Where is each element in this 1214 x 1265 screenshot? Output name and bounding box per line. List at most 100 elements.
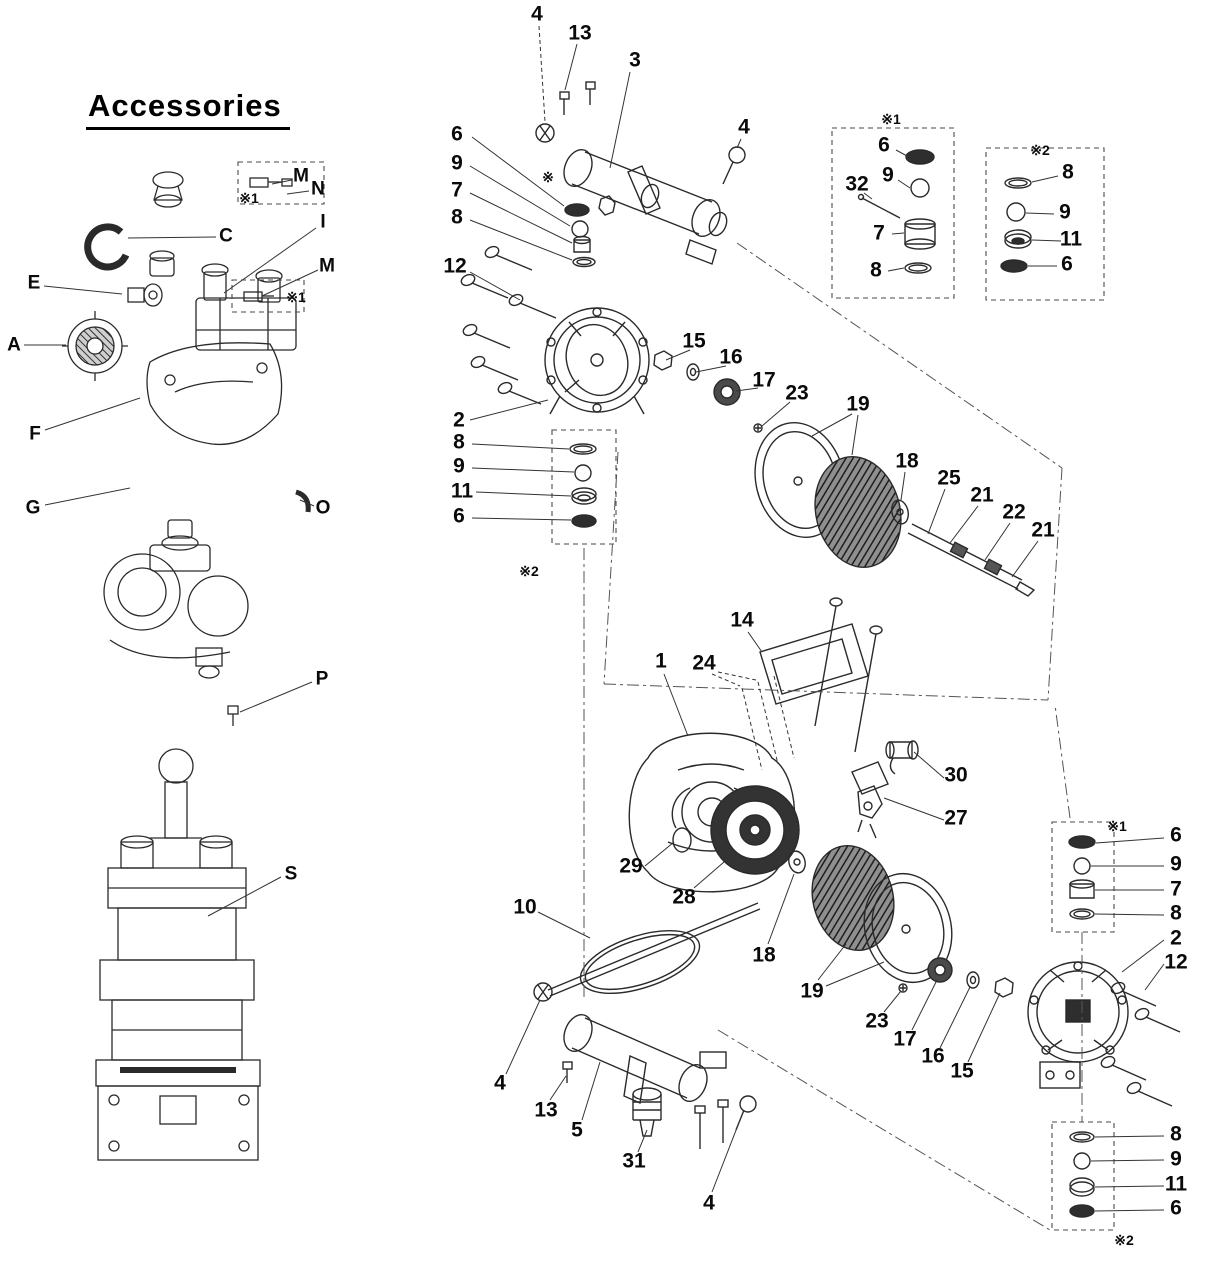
callout-part-5: 5 [571,1118,583,1142]
callout-accessory-M: M [293,165,309,187]
solenoid-valve-drawing [851,740,919,839]
detail-box-1-parts-drawing [857,149,936,274]
callout-accessory-S: S [284,863,298,885]
callout-part-9: 9 [882,163,894,187]
callout-part-15: 15 [950,1059,974,1083]
valve-stack-right-bottom-drawing [1069,1131,1095,1218]
callout-part-13: 13 [568,21,592,45]
detail-box-2-parts-drawing [1000,177,1032,273]
callout-part-6: 6 [1170,1196,1182,1220]
callout-part-23: 23 [785,381,809,405]
callout-part-8: 8 [1062,160,1074,184]
callout-part-6: 6 [878,133,890,157]
shaft-drawing [907,523,1036,597]
callout-part-12: 12 [443,254,467,278]
callout-note-marker-2: ※2 [1114,1232,1134,1248]
main-art [460,81,1181,1218]
pump-front-view-drawing [95,748,261,1161]
callout-part-11: 11 [450,479,474,503]
callout-part-29: 29 [619,854,643,878]
callout-part-19: 19 [800,979,824,1003]
callout-part-9: 9 [1170,852,1182,876]
callout-part-8: 8 [1170,1122,1182,1146]
callout-accessory-C: C [219,225,233,247]
clamp-flange-drawing [544,307,650,415]
callout-part-21: 21 [1031,518,1055,542]
callout-part-4: 4 [703,1191,715,1215]
callout-accessory-N: N [311,178,325,200]
callout-part-8: 8 [870,258,882,282]
callout-note-marker: ※1 [286,289,306,305]
callout-part-6: 6 [1061,252,1073,276]
callout-part-10: 10 [513,895,537,919]
callout-part-31: 31 [622,1149,646,1173]
callout-part-24: 24 [692,651,716,675]
callout-accessory-I: I [320,211,326,233]
callout-part-8: 8 [453,430,465,454]
callout-accessory-P: P [315,668,329,690]
callout-part-6: 6 [451,122,463,146]
callout-accessory-M: M [319,255,335,277]
callout-part-11: 11 [1164,1172,1188,1196]
callout-part-27: 27 [944,806,968,830]
callout-part-18: 18 [752,943,776,967]
callout-note-marker: ※1 [239,190,259,206]
callout-part-1: 1 [655,649,667,673]
callout-accessory-G: G [25,497,41,519]
callout-accessory-E: E [27,272,41,294]
callout-part-23: 23 [865,1009,889,1033]
callout-accessory-A: A [7,334,21,356]
diaphragm-assembly-bottom-drawing [710,785,1014,998]
callout-part-9: 9 [1059,200,1071,224]
callout-part-16: 16 [719,345,743,369]
callout-part-2: 2 [1170,926,1182,950]
callout-part-4: 4 [494,1071,506,1095]
diaphragm-pair-top-drawing [754,422,909,568]
leader-lines [24,43,1165,1212]
callout-part-18: 18 [895,449,919,473]
callout-part-17: 17 [893,1027,917,1051]
dashed-leader-lines [538,25,795,771]
callout-accessory-F: F [29,423,41,445]
callout-note-marker-1: ※1 [881,111,901,127]
ball-valve-stack-left-drawing [569,443,597,528]
callout-part-7: 7 [873,221,885,245]
pump-side-view-drawing [103,519,249,679]
page-title: Accessories [86,88,290,130]
callout-part-17: 17 [752,368,776,392]
callout-part-6: 6 [453,504,465,528]
callout-part-8: 8 [451,205,463,229]
callout-part-15: 15 [682,329,706,353]
accessories-art [62,171,311,1161]
dashed-detail-boxes [231,127,1115,1231]
muffler-plate-drawing [759,597,883,753]
callout-part-30: 30 [944,763,968,787]
callout-part-12: 12 [1164,950,1188,974]
callout-note-marker-2: ※2 [1030,142,1050,158]
callout-part-7: 7 [1170,877,1182,901]
callout-part-3: 3 [629,48,641,72]
callout-part-32: 32 [845,172,869,196]
callout-part-16: 16 [921,1044,945,1068]
callout-part-25: 25 [937,466,961,490]
callout-part-19: 19 [846,392,870,416]
o-ring-drawing [547,902,761,997]
callout-part-22: 22 [1002,500,1026,524]
callout-part-4: 4 [531,2,543,26]
bottom-manifold-drawing [533,982,757,1149]
callout-part-14: 14 [730,608,754,632]
top-manifold-drawing [535,81,746,265]
callout-part-4: 4 [738,115,750,139]
pressure-gauge-drawing [62,311,128,381]
callout-part-9: 9 [1170,1147,1182,1171]
flange-bolts-drawing [460,245,557,405]
callout-part-13: 13 [534,1098,558,1122]
right-casing-drawing [1027,961,1181,1107]
callout-part-21: 21 [970,483,994,507]
callout-part-8: 8 [1170,901,1182,925]
callout-accessory-O: O [315,497,331,519]
callout-part-7: 7 [451,178,463,202]
valve-stack-right-top-drawing [1068,835,1096,920]
callout-part-11: 11 [1059,227,1083,251]
